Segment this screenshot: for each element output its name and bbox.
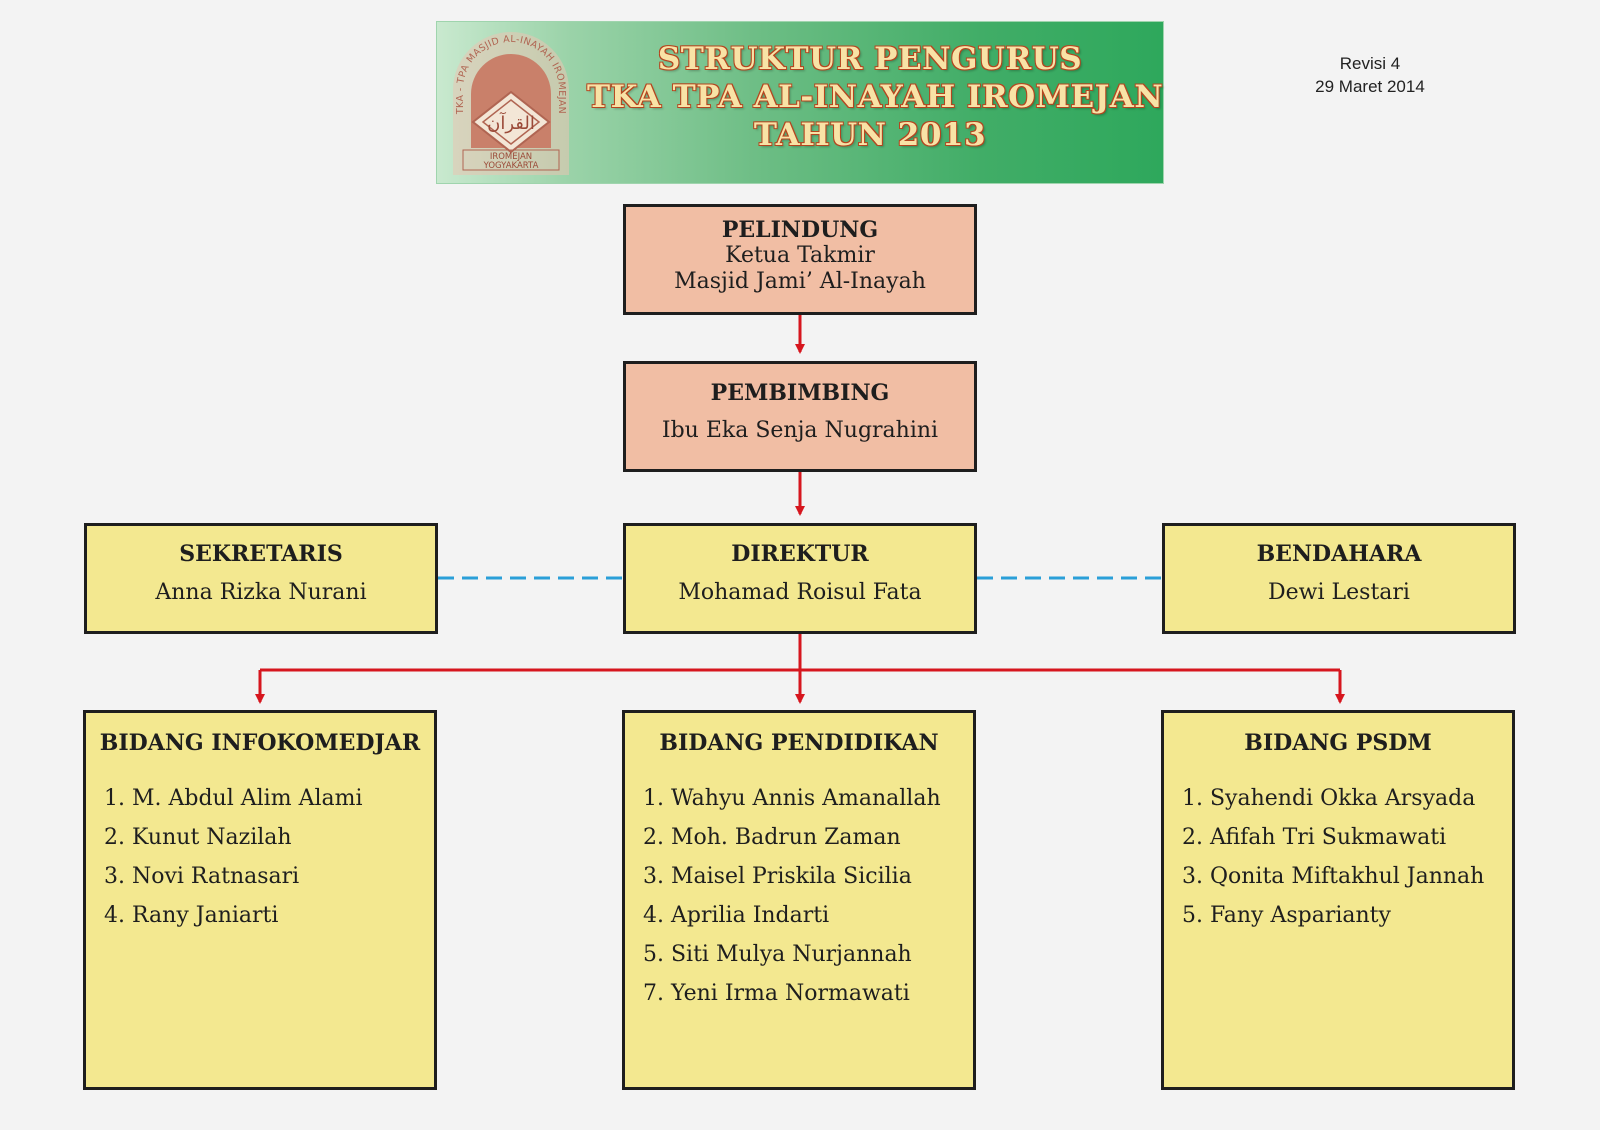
- logo-bottom-line-1: IROMEJAN: [490, 152, 532, 162]
- member-list-item: 1. M. Abdul Alim Alami: [104, 786, 363, 811]
- bidang-infokomedjar-title: BIDANG INFOKOMEDJAR: [99, 730, 421, 756]
- revision-note: Revisi 4 29 Maret 2014: [1300, 52, 1440, 98]
- sekretaris-name: Anna Rizka Nurani: [155, 580, 367, 605]
- member-list-item: 2. Afifah Tri Sukmawati: [1182, 825, 1447, 850]
- bidang-psdm-box: BIDANG PSDM 1. Syahendi Okka Arsyada 2. …: [1161, 710, 1515, 1090]
- title-line-1: STRUKTUR PENGURUS: [657, 41, 1083, 77]
- sekretaris-title: SEKRETARIS: [179, 541, 343, 567]
- direktur-title: DIREKTUR: [731, 541, 869, 567]
- member-list-item: 5. Siti Mulya Nurjannah: [643, 942, 912, 967]
- pembimbing-box: PEMBIMBING Ibu Eka Senja Nugrahini: [623, 361, 977, 472]
- tpa-logo: القرآن TKA - TPA MASJID AL-INAYAH IROMEJ…: [453, 32, 569, 175]
- bidang-pendidikan-title: BIDANG PENDIDIKAN: [659, 730, 939, 756]
- bidang-infokomedjar-box: BIDANG INFOKOMEDJAR 1. M. Abdul Alim Ala…: [83, 710, 437, 1090]
- member-list-item: 3. Qonita Miftakhul Jannah: [1182, 864, 1485, 889]
- bendahara-name: Dewi Lestari: [1268, 580, 1410, 605]
- bendahara-box: BENDAHARA Dewi Lestari: [1162, 523, 1516, 634]
- pelindung-line-1: Ketua Takmir: [725, 243, 875, 268]
- title-line-2: TKA TPA AL-INAYAH IROMEJAN: [587, 79, 1164, 115]
- pelindung-title: PELINDUNG: [721, 217, 879, 243]
- bidang-pendidikan-members: 1. Wahyu Annis Amanallah 2. Moh. Badrun …: [625, 779, 973, 1013]
- bidang-psdm-title: BIDANG PSDM: [1244, 730, 1432, 756]
- title-line-3: TAHUN 2013: [753, 117, 987, 153]
- logo-center-text: القرآن: [487, 111, 535, 134]
- page-title: STRUKTUR PENGURUS TKA TPA AL-INAYAH IROM…: [587, 40, 1164, 154]
- pembimbing-name: Ibu Eka Senja Nugrahini: [661, 418, 939, 443]
- pelindung-line-2: Masjid Jami’ Al-Inayah: [674, 269, 926, 294]
- revision-label: Revisi 4: [1339, 54, 1401, 73]
- member-list-item: 3. Maisel Priskila Sicilia: [643, 864, 912, 889]
- sekretaris-box: SEKRETARIS Anna Rizka Nurani: [84, 523, 438, 634]
- member-list-item: 1. Syahendi Okka Arsyada: [1182, 786, 1476, 811]
- member-list-item: 7. Yeni Irma Normawati: [643, 981, 910, 1006]
- member-list-item: 5. Fany Asparianty: [1182, 903, 1391, 928]
- bidang-psdm-members: 1. Syahendi Okka Arsyada 2. Afifah Tri S…: [1164, 779, 1512, 935]
- member-list-item: 2. Kunut Nazilah: [104, 825, 292, 850]
- header-banner: القرآن TKA - TPA MASJID AL-INAYAH IROMEJ…: [436, 21, 1164, 184]
- logo-bottom-line-2: YOGYAKARTA: [483, 161, 539, 171]
- revision-date: 29 Maret 2014: [1315, 77, 1425, 96]
- member-list-item: 4. Rany Janiarti: [104, 903, 279, 928]
- bendahara-title: BENDAHARA: [1256, 541, 1422, 567]
- direktur-name: Mohamad Roisul Fata: [678, 580, 922, 605]
- member-list-item: 2. Moh. Badrun Zaman: [643, 825, 901, 850]
- member-list-item: 3. Novi Ratnasari: [104, 864, 300, 889]
- bidang-pendidikan-box: BIDANG PENDIDIKAN 1. Wahyu Annis Amanall…: [622, 710, 976, 1090]
- pelindung-box: PELINDUNG Ketua Takmir Masjid Jami’ Al-I…: [623, 204, 977, 315]
- member-list-item: 1. Wahyu Annis Amanallah: [643, 786, 941, 811]
- pembimbing-title: PEMBIMBING: [710, 380, 890, 406]
- member-list-item: 4. Aprilia Indarti: [643, 903, 830, 928]
- bidang-infokomedjar-members: 1. M. Abdul Alim Alami 2. Kunut Nazilah …: [86, 779, 434, 935]
- direktur-box: DIREKTUR Mohamad Roisul Fata: [623, 523, 977, 634]
